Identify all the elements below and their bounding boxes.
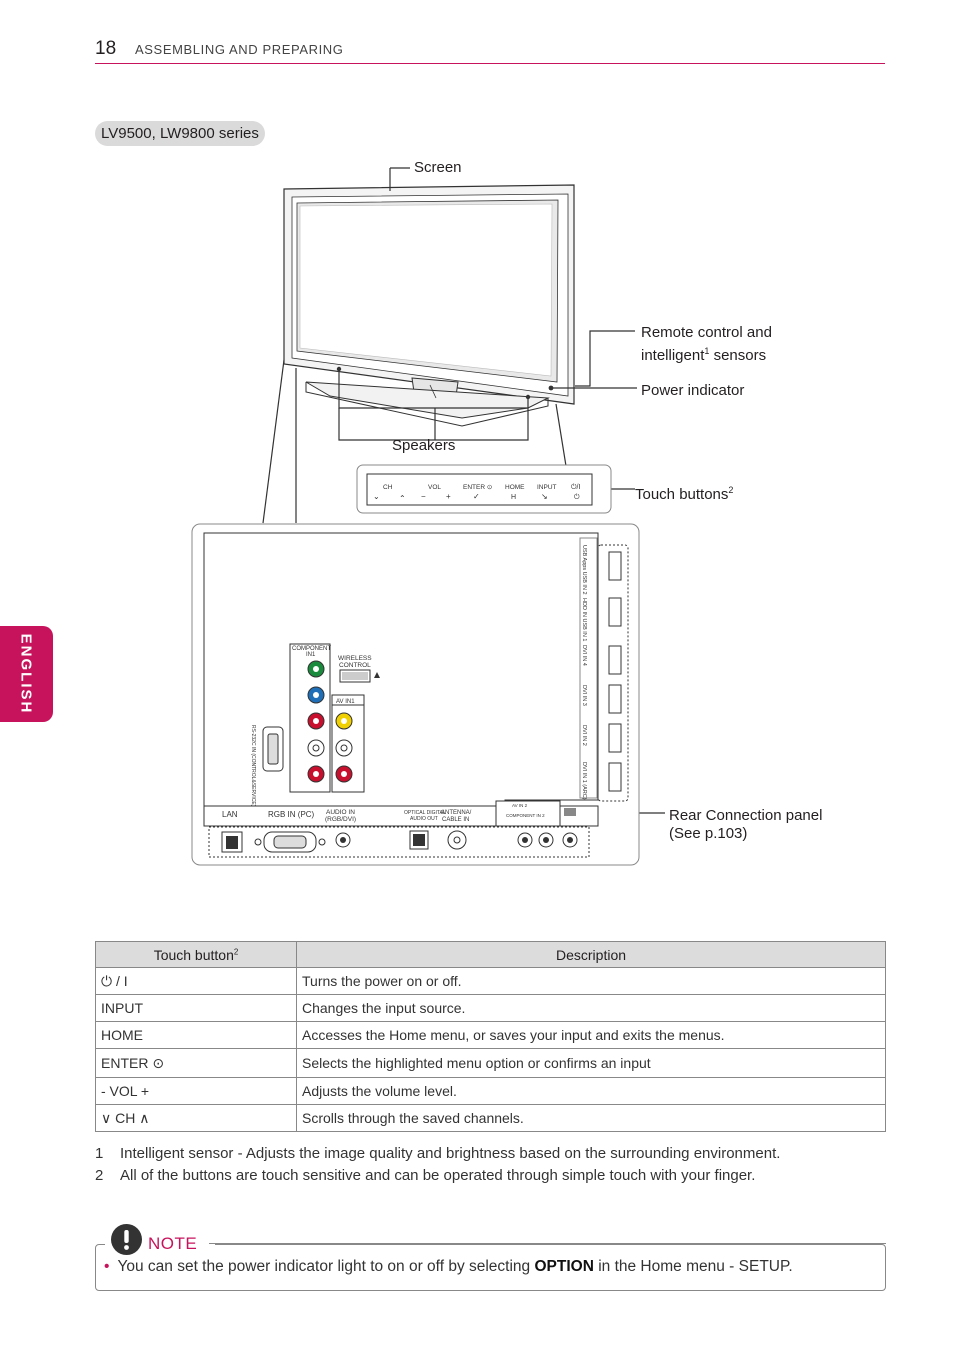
table-cell-button: INPUT [95,994,297,1022]
power-indicator-dot [548,385,554,391]
rgb-label: RGB IN (PC) [268,810,315,819]
touch-power-icon: ⏻ [574,493,580,501]
lan-label: LAN [222,810,238,819]
table-header-button: Touch button2 [95,941,297,968]
hdmi3-label: DVI IN 3 [581,685,587,706]
table-cell-description: Selects the highlighted menu option or c… [296,1048,886,1078]
usb1-label: HDD IN USB IN 1 [581,598,587,641]
note-bullet: • [104,1258,110,1275]
note-label: NOTE [148,1234,198,1253]
rear-panel-label-line2: (See p.103) [669,825,748,842]
wireless-label: WIRELESS [338,655,372,662]
note-box [95,1244,886,1291]
touch-label-input: INPUT [537,484,557,491]
table-cell-button: ⏻ / I [95,967,297,995]
optical-sublabel: AUDIO OUT [410,816,438,822]
option-menu-term: OPTION [534,1258,594,1275]
touch-home-icon: H [511,494,516,501]
table-cell-description: Changes the input source. [296,994,886,1022]
rear-panel-frame [191,523,640,866]
power-indicator-label: Power indicator [641,382,745,399]
touch-ch-up-icon: ⌃ [399,494,406,503]
note-rule [209,1243,886,1244]
table-row: ∨ CH ∧Scrolls through the saved channels… [95,1104,886,1132]
tv-diagram [191,167,665,866]
audio-in-sublabel: (RGB/DVI) [325,816,356,823]
note-text: •You can set the power indicator light t… [104,1258,793,1275]
language-tab: ENGLISH [0,626,53,722]
optical-label: OPTICAL DIGITAL [404,810,446,816]
table-cell-description: Adjusts the volume level. [296,1077,886,1105]
rear-panel-labels: LAN RGB IN (PC) AUDIO IN (RGB/DVI) OPTIC… [222,483,587,823]
tv-front [283,184,575,427]
antenna-label: ANTENNA/ [441,810,472,816]
hdmi4-label: DVI IN 4 [581,645,587,666]
table-cell-button: HOME [95,1021,297,1049]
warning-icon [111,1224,142,1255]
table-header-row: Touch button2 Description [95,941,886,968]
touch-label-enter: ENTER ⊙ [463,484,493,491]
page-number: 18 [95,38,117,59]
antenna-sublabel: CABLE IN [442,817,469,823]
touch-panel-frame [356,464,612,514]
page-header: 18 ASSEMBLING AND PREPARING [95,38,885,64]
touch-vol-minus-icon: − [421,492,426,501]
screen-label: Screen [414,159,462,176]
rear-panel-label-line1: Rear Connection panel [669,807,823,824]
touch-label-power: ⏻/I [571,483,580,491]
touch-ch-down-icon: ⌄ [373,492,380,501]
table-cell-button: - VOL + [95,1077,297,1105]
rs232-label: RS-232C IN (CONTROL&SERVICE) [250,725,256,807]
section-title: ASSEMBLING AND PREPARING [135,42,344,57]
table-cell-description: Turns the power on or off. [296,967,886,995]
table-row: ENTER ⊙Selects the highlighted menu opti… [95,1048,886,1078]
audio-in-label: AUDIO IN [326,809,355,816]
table-row: - VOL +Adjusts the volume level. [95,1077,886,1105]
av-in1-label: AV IN1 [336,699,355,705]
component-label: COMPONENT [292,646,331,652]
remote-sensor-label-line1: Remote control and [641,324,772,341]
table-cell-description: Accesses the Home menu, or saves your in… [296,1021,886,1049]
remote-sensor-label-line2: intelligent1 sensors [641,346,767,364]
hdmi1-label: DVI IN 1 (ARC) [581,762,587,800]
touch-input-icon: ↘ [541,492,548,501]
table-header-description: Description [296,941,886,968]
touch-enter-icon: ✓ [473,492,480,501]
component-sublabel: IN1 [306,652,316,658]
touch-buttons-label: Touch buttons2 [635,485,734,503]
touch-label-ch: CH [383,484,393,491]
table-cell-button: ENTER ⊙ [95,1048,297,1078]
table-cell-button: ∨ CH ∧ [95,1104,297,1132]
speakers-label: Speakers [392,437,456,454]
touch-label-vol: VOL [428,484,441,491]
av-in2-label: AV IN 2 [512,803,528,808]
hdmi2-label: DVI IN 2 [581,725,587,746]
component-in2-label: COMPONENT IN 2 [506,813,545,818]
series-badge: LV9500, LW9800 series [95,121,265,146]
touch-vol-plus-icon: + [446,492,451,501]
wireless-sublabel: CONTROL [339,662,371,669]
touch-label-home: HOME [505,484,525,491]
usb2-label: USB Apps USB IN 2 [581,545,587,595]
table-cell-description: Scrolls through the saved channels. [296,1104,886,1132]
